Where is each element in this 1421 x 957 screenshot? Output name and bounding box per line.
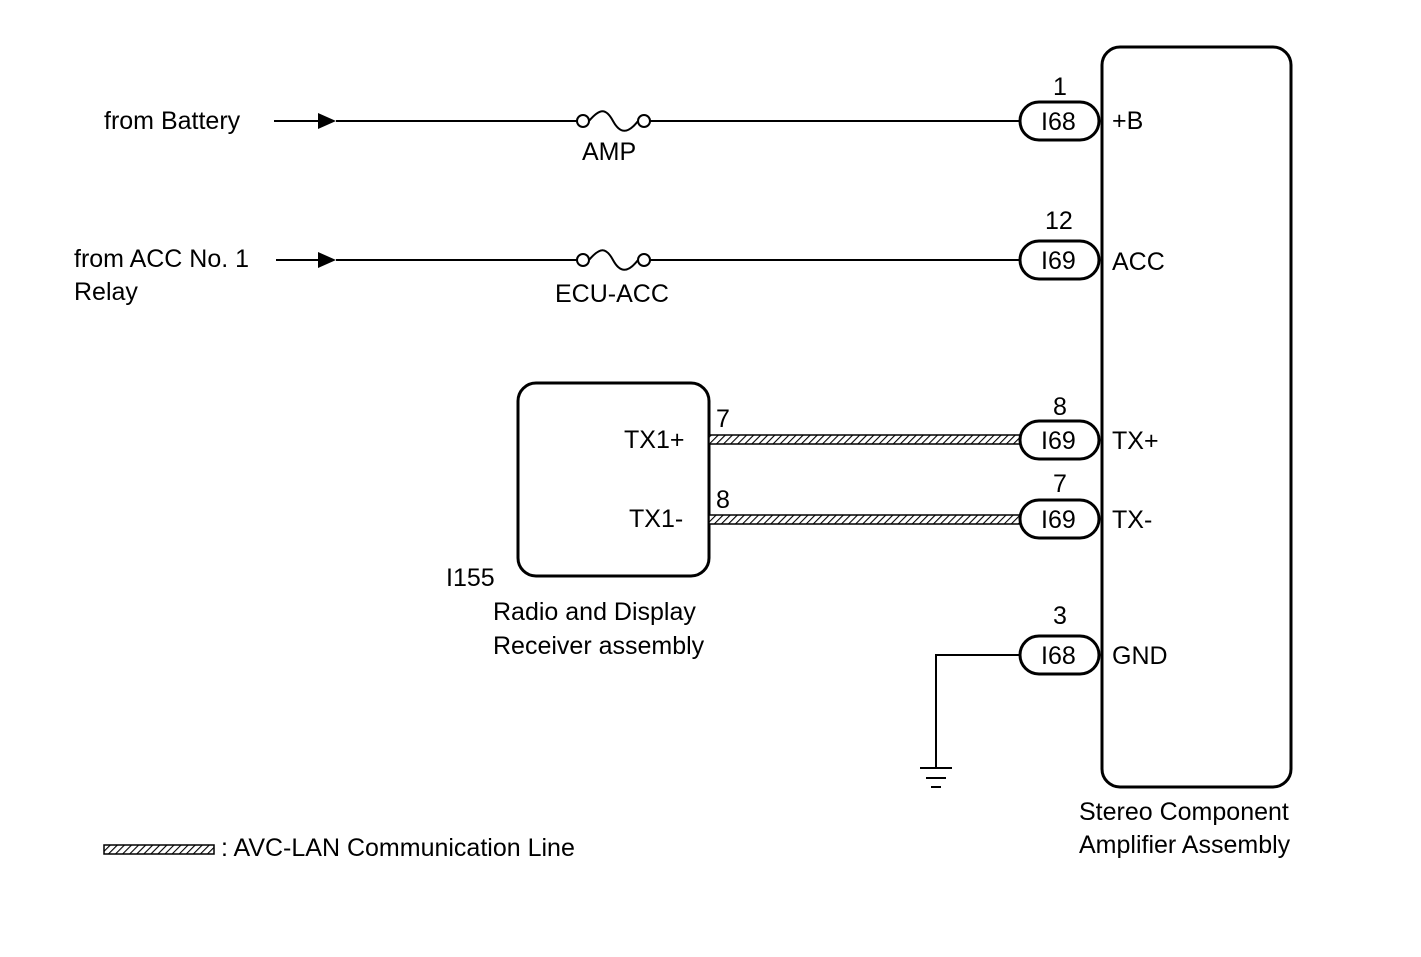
connector-i69-acc-label: I69 xyxy=(1041,247,1076,275)
avc-lan-line-tx-minus xyxy=(708,514,1021,525)
avc-lan-line-tx-plus xyxy=(708,434,1021,445)
connector-i68-b xyxy=(1018,100,1101,142)
receiver-connector-id: I155 xyxy=(446,564,495,592)
input-acc-relay-line1: from ACC No. 1 xyxy=(74,245,249,273)
connector-i68-b-label: I68 xyxy=(1041,108,1076,136)
pin-12: 12 xyxy=(1045,207,1073,235)
terminal-tx-minus: TX- xyxy=(1112,506,1152,534)
connector-i69-tx-plus xyxy=(1018,419,1101,461)
legend-avc-lan-text: : AVC-LAN Communication Line xyxy=(221,834,575,862)
input-from-battery: from Battery xyxy=(104,107,241,135)
pin-7: 7 xyxy=(1053,470,1067,498)
amplifier-name-line2: Amplifier Assembly xyxy=(1079,831,1291,859)
connector-i69-tx-plus-label: I69 xyxy=(1041,427,1076,455)
fuse-amp-label: AMP xyxy=(582,138,636,166)
ground-icon xyxy=(920,767,952,788)
receiver-pin-8: 8 xyxy=(716,486,730,514)
amplifier-assembly-box xyxy=(1100,45,1293,789)
receiver-terminal-tx1-minus: TX1- xyxy=(629,505,683,533)
receiver-terminal-tx1-plus: TX1+ xyxy=(624,426,684,454)
receiver-pin-7: 7 xyxy=(716,405,730,433)
pin-1: 1 xyxy=(1053,73,1067,101)
input-acc-relay-line2: Relay xyxy=(74,278,138,306)
receiver-name-line2: Receiver assembly xyxy=(493,632,705,660)
terminal-plus-b: +B xyxy=(1112,107,1143,135)
terminal-tx-plus: TX+ xyxy=(1112,427,1159,455)
receiver-name-line1: Radio and Display xyxy=(493,598,696,626)
pin-8: 8 xyxy=(1053,393,1067,421)
ground-wire xyxy=(935,654,1020,768)
pin-3: 3 xyxy=(1053,602,1067,630)
terminal-acc: ACC xyxy=(1112,248,1165,276)
fuse-amp xyxy=(576,110,651,132)
fuse-ecu-acc xyxy=(576,249,651,271)
legend-avc-lan-swatch xyxy=(103,844,215,855)
fuse-ecu-acc-label: ECU-ACC xyxy=(555,280,669,308)
connector-i69-acc xyxy=(1018,239,1101,281)
battery-arrow-head xyxy=(318,113,336,129)
connector-i69-tx-minus xyxy=(1018,498,1101,540)
amplifier-name-line1: Stereo Component xyxy=(1079,798,1289,826)
terminal-gnd: GND xyxy=(1112,642,1168,670)
connector-i69-tx-minus-label: I69 xyxy=(1041,506,1076,534)
acc-arrow-head xyxy=(318,252,336,268)
receiver-assembly-box xyxy=(516,381,711,578)
connector-i68-gnd-label: I68 xyxy=(1041,642,1076,670)
